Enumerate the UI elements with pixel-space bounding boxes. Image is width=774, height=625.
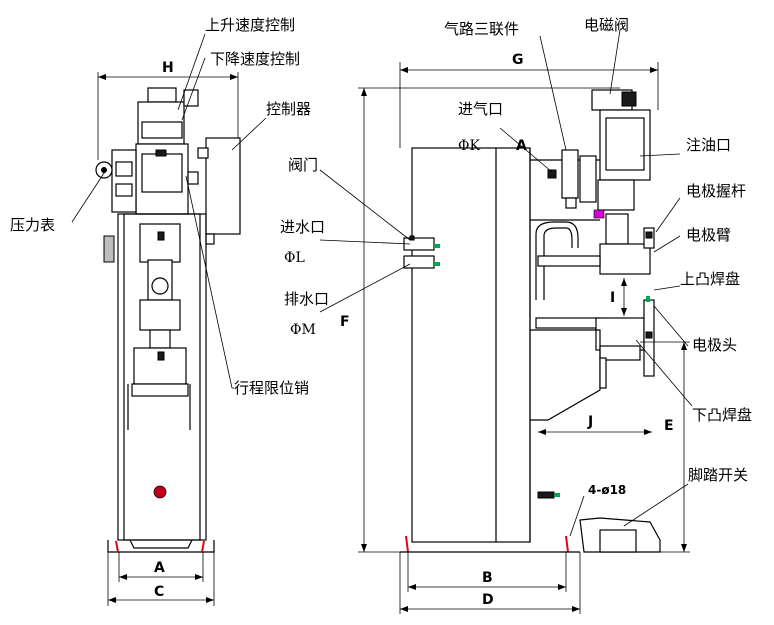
dim-phiK: ΦK <box>458 138 480 154</box>
label-electrode-arm: 电极臂 <box>686 226 731 244</box>
dim-I: I <box>610 290 615 306</box>
dim-F: F <box>340 314 350 330</box>
label-electrode-tip: 电极头 <box>692 336 737 354</box>
front-view <box>71 33 267 606</box>
label-controller: 控制器 <box>266 100 311 118</box>
label-drain: 排水口 <box>284 290 329 308</box>
dim-A-left: A <box>154 560 165 576</box>
label-foot-switch: 脚踏开关 <box>688 466 748 484</box>
dim-phiL: ΦL <box>284 250 305 266</box>
dim-C: C <box>154 584 164 600</box>
dim-phiM: ΦM <box>290 322 316 338</box>
label-oil-port: 注油口 <box>686 136 731 154</box>
label-upper-plate: 上凸焊盘 <box>680 270 740 288</box>
label-stroke-pin: 行程限位销 <box>234 379 309 397</box>
label-pressure-gauge: 压力表 <box>10 216 55 234</box>
label-lower-plate: 下凸焊盘 <box>692 406 752 424</box>
dim-E: E <box>664 418 674 434</box>
dim-D: D <box>482 592 494 608</box>
dim-J: J <box>587 414 593 430</box>
side-view <box>319 29 693 614</box>
label-air-unit: 气路三联件 <box>444 20 519 38</box>
label-lift-speed: 上升速度控制 <box>205 16 295 34</box>
dim-G: G <box>512 52 524 68</box>
label-water-inlet: 进水口 <box>280 218 325 236</box>
label-electrode-holder: 电极握杆 <box>686 182 746 200</box>
label-valve: 阀门 <box>288 156 318 174</box>
dim-A-right: A <box>516 138 527 154</box>
dim-B: B <box>482 570 493 586</box>
dim-holes: 4-ø18 <box>588 483 626 497</box>
label-drop-speed: 下降速度控制 <box>210 50 300 68</box>
dim-H: H <box>162 60 174 76</box>
label-air-inlet: 进气口 <box>458 100 503 118</box>
label-solenoid: 电磁阀 <box>584 16 629 34</box>
